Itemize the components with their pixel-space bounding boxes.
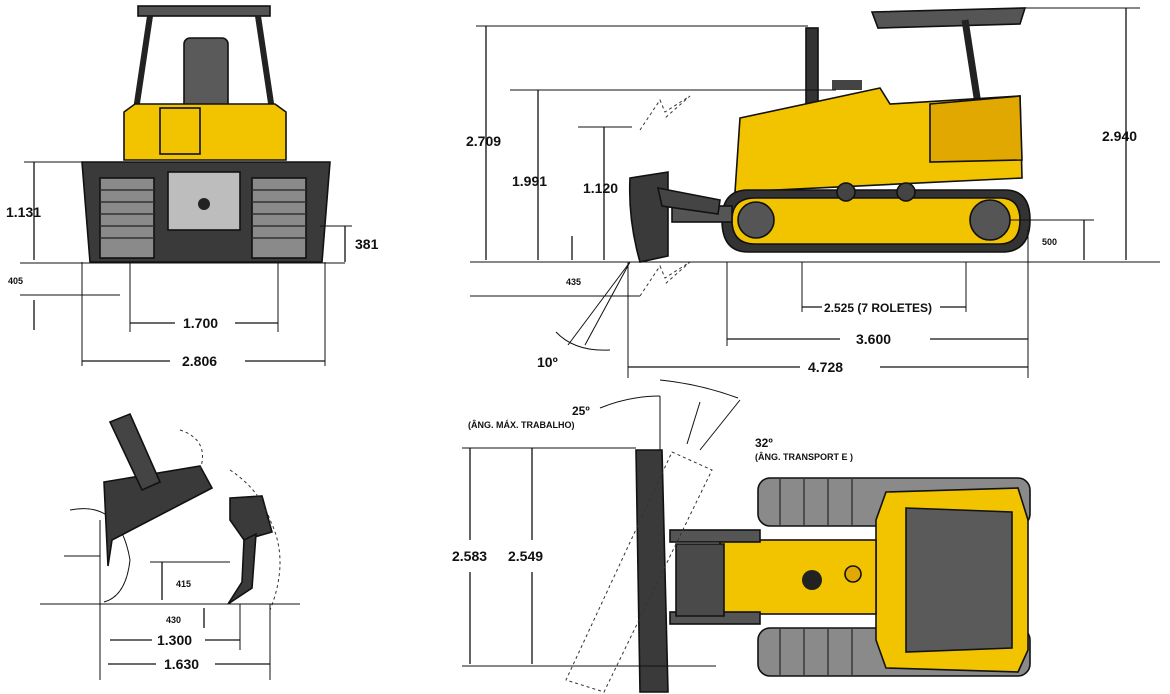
top-dim-work-angle: 25º — [572, 404, 590, 418]
side-track-frame — [731, 197, 1021, 245]
front-track-left — [99, 177, 155, 259]
top-dim-blade-length-2: 2.549 — [508, 548, 543, 564]
side-dim-exhaust-height: 2.709 — [466, 133, 501, 149]
side-dim-max-lift: 1.991 — [512, 173, 547, 189]
side-air-intake — [832, 80, 862, 90]
top-dim-blade-length: 2.583 — [452, 548, 487, 564]
side-sprocket — [969, 199, 1011, 241]
front-dim-dig: 405 — [8, 276, 23, 286]
side-lift-cylinder — [656, 186, 721, 215]
ripper-cylinder — [108, 412, 162, 492]
top-blade — [635, 449, 669, 693]
side-canopy-roof — [870, 7, 1027, 29]
ripper-dim-penetration: 415 — [176, 579, 191, 589]
ripper-view: 415 430 1.300 1.630 — [40, 412, 300, 680]
side-dim-blade-angle: 10º — [537, 354, 558, 370]
side-cab — [929, 95, 1023, 163]
front-view: 1.131 381 405 1.700 2.806 — [6, 5, 379, 369]
top-canopy — [905, 507, 1013, 653]
side-dim-total-length: 4.728 — [808, 359, 843, 375]
side-dim-track-length: 3.600 — [856, 331, 891, 347]
ripper-beam — [229, 495, 273, 541]
side-rops-post — [961, 19, 982, 105]
front-hitch-pin — [198, 198, 210, 210]
ripper-frame — [103, 465, 214, 567]
side-dim-dig: 435 — [566, 277, 581, 287]
front-door — [159, 107, 201, 155]
front-seat — [183, 37, 229, 111]
front-canopy-roof — [137, 5, 271, 17]
front-rops-post-left — [133, 15, 153, 111]
side-dim-canopy-height: 2.940 — [1102, 128, 1137, 144]
top-view: 25º (ÂNG. MÁX. TRABALHO) 32º (ÂNG. TRANS… — [452, 379, 1031, 693]
ripper-dim-depth: 430 — [166, 615, 181, 625]
ripper-dim-reach-2: 1.630 — [164, 656, 199, 672]
side-dim-clearance: 500 — [1042, 237, 1057, 247]
front-dim-lift: 381 — [355, 236, 379, 252]
side-exhaust — [805, 27, 819, 109]
top-dim-transport-angle: 32º — [755, 436, 773, 450]
top-label-transport-angle: (ÂNG. TRANSPORT E ) — [755, 451, 853, 462]
side-blade — [628, 171, 669, 263]
side-view: 2.709 1.991 1.120 435 2.940 500 2.525 (7… — [466, 7, 1160, 378]
side-dim-lift: 1.120 — [583, 180, 618, 196]
side-idler — [737, 201, 775, 239]
front-hood — [123, 103, 287, 161]
ripper-dim-reach-1: 1.300 — [157, 632, 192, 648]
top-label-work-angle: (ÂNG. MÁX. TRABALHO) — [468, 419, 575, 430]
side-dim-track-ground: 2.525 (7 ROLETES) — [824, 301, 932, 315]
front-track-right — [251, 177, 307, 259]
front-dim-track-gauge: 1.700 — [183, 315, 218, 331]
front-rops-post-right — [255, 15, 275, 111]
front-dim-blade-width: 2.806 — [182, 353, 217, 369]
front-dim-blade-height: 1.131 — [6, 204, 41, 220]
ripper-shank — [227, 532, 257, 605]
